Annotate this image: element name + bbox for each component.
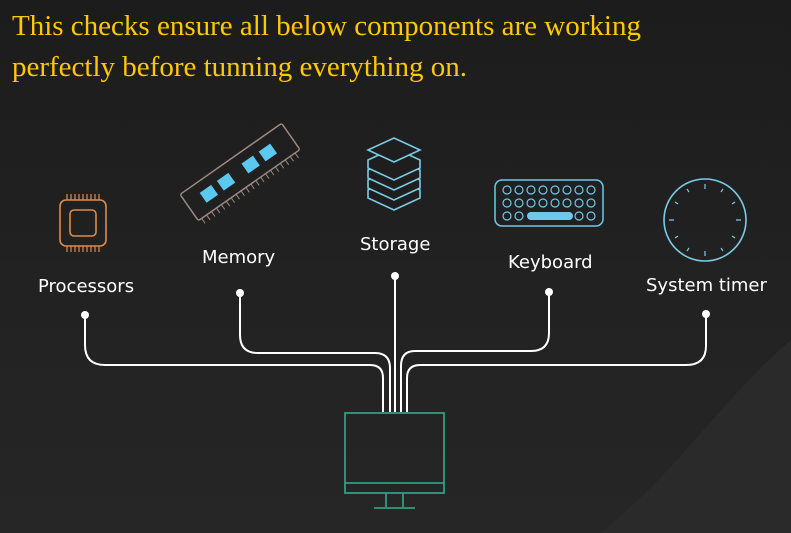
caption-line-2: perfectly before tunning everything on. bbox=[12, 51, 467, 83]
connector-processors bbox=[84, 315, 384, 412]
dot-storage bbox=[391, 272, 399, 280]
label-processors: Processors bbox=[38, 276, 135, 297]
connector-memory bbox=[239, 293, 391, 412]
label-memory: Memory bbox=[202, 247, 276, 268]
connector-keyboard bbox=[400, 292, 550, 412]
dot-processors bbox=[81, 311, 89, 319]
connector-system-timer bbox=[406, 314, 707, 412]
connector-dots bbox=[81, 272, 710, 319]
cpu-icon bbox=[59, 194, 107, 252]
label-keyboard: Keyboard bbox=[508, 252, 593, 273]
ram-icon bbox=[180, 123, 300, 224]
dot-keyboard bbox=[545, 288, 553, 296]
keyboard-icon bbox=[494, 179, 604, 227]
label-storage: Storage bbox=[360, 234, 431, 255]
caption-text: This checks ensure all below components … bbox=[12, 6, 782, 88]
dot-system-timer bbox=[702, 310, 710, 318]
background-sweep bbox=[600, 340, 791, 533]
monitor-icon bbox=[344, 412, 445, 509]
dot-memory bbox=[236, 289, 244, 297]
connector-lines bbox=[84, 276, 707, 412]
storage-stack-icon bbox=[366, 137, 422, 211]
caption-line-1: This checks ensure all below components … bbox=[12, 10, 641, 42]
clock-icon bbox=[663, 178, 747, 262]
label-system-timer: System timer bbox=[646, 275, 767, 296]
